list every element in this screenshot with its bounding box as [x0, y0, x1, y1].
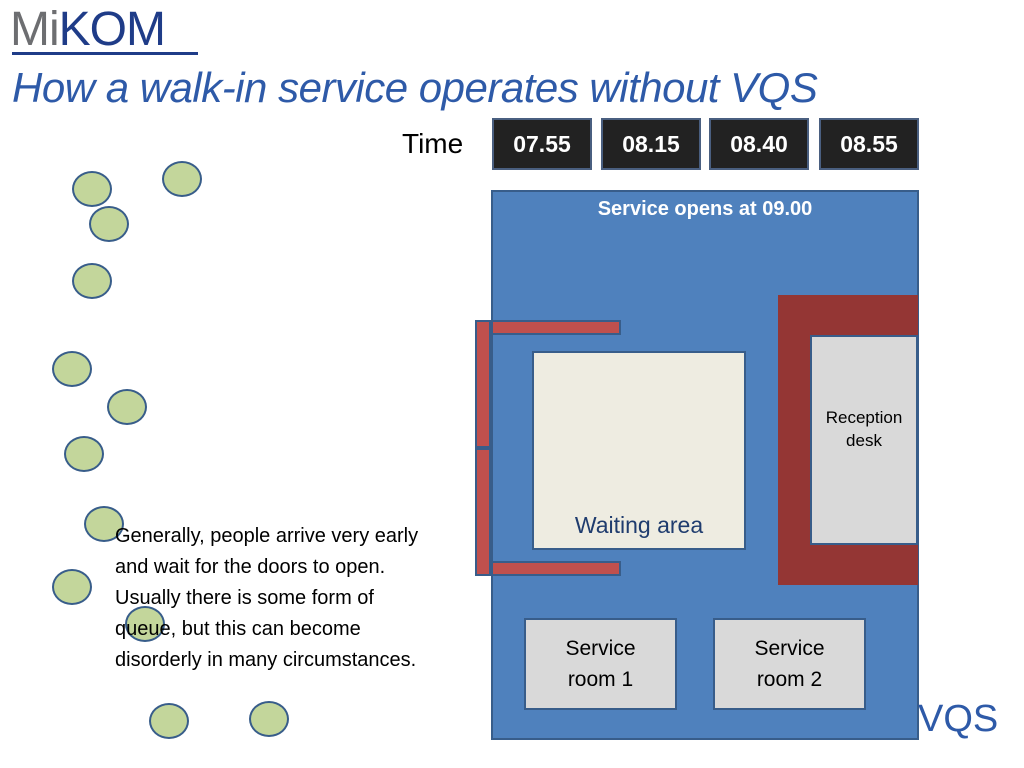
person-circle [72, 171, 112, 207]
waiting-area [532, 351, 746, 550]
person-circle [89, 206, 129, 242]
opening-time-label: Service opens at 09.00 [597, 198, 813, 220]
time-slot-3: 08.40 [709, 118, 809, 170]
person-circle [72, 263, 112, 299]
time-slot-2: 08.15 [601, 118, 701, 170]
person-circle [162, 161, 202, 197]
time-slot-4: 08.55 [819, 118, 919, 170]
slide-title: How a walk-in service operates without V… [12, 64, 818, 111]
queue-barrier-top [491, 320, 621, 335]
reception-desk [810, 335, 918, 545]
person-circle [149, 703, 189, 739]
time-slot-1: 07.55 [492, 118, 592, 170]
person-circle [52, 351, 92, 387]
person-circle [249, 701, 289, 737]
queue-barrier-bottom [491, 561, 621, 576]
person-circle [107, 389, 147, 425]
mikom-logo: MiKOM [10, 3, 166, 56]
person-circle [52, 569, 92, 605]
waiting-area-label: Waiting area [574, 512, 704, 538]
queue-barrier-left-lower [475, 448, 491, 576]
person-circle [84, 506, 124, 542]
footer-vqs-fragment: VQS [918, 698, 999, 740]
person-circle [64, 436, 104, 472]
logo-underline [12, 52, 198, 55]
queue-barrier-left-upper [475, 320, 491, 448]
time-label: Time [402, 128, 464, 159]
person-circle [125, 606, 165, 642]
description-text: Generally, people arrive very early and … [115, 525, 419, 671]
